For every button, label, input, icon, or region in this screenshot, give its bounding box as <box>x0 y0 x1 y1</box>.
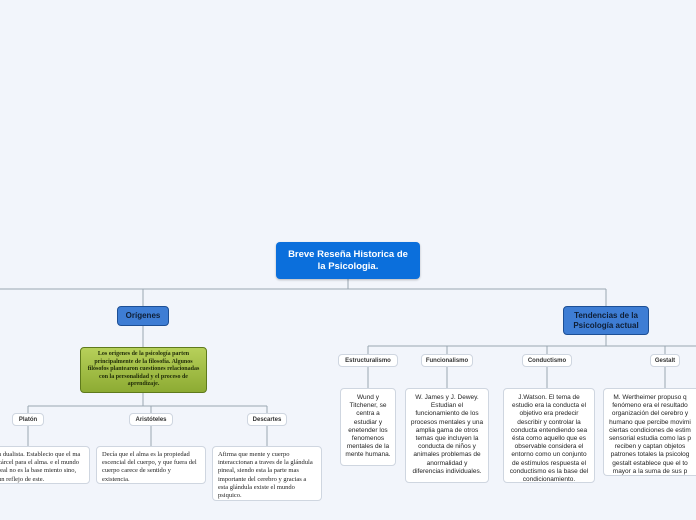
subtopic-aristoteles[interactable]: Aristóteles <box>129 413 173 426</box>
note-funcionalismo[interactable]: W. James y J. Dewey. Estudian el funcion… <box>405 388 489 483</box>
note-estructuralismo[interactable]: Wund y Titchener, se centra a estudiar y… <box>340 388 396 466</box>
topic-tendencias[interactable]: Tendencias de la Psicología actual <box>563 306 649 335</box>
subtopic-conductismo[interactable]: Conductismo <box>522 354 572 367</box>
subtopic-descartes[interactable]: Descartes <box>247 413 287 426</box>
subtopic-funcionalismo[interactable]: Funcionalismo <box>421 354 473 367</box>
subtopic-gestalt[interactable]: Gestalt <box>650 354 680 367</box>
topic-origenes-summary[interactable]: Los origenes de la psicología parten pri… <box>80 347 207 393</box>
subtopic-estructuralismo[interactable]: Estructuralismo <box>338 354 398 367</box>
note-conductismo[interactable]: J.Watson. El tema de estudio era la cond… <box>503 388 595 483</box>
note-descartes[interactable]: Afirma que mente y cuerpo interaccionan … <box>212 446 322 501</box>
note-aristoteles[interactable]: Decía que el alma es la propiedad escenc… <box>96 446 206 484</box>
subtopic-platon[interactable]: Platón <box>12 413 44 426</box>
note-gestalt[interactable]: M. Wertheimer propuso q fenómeno era el … <box>603 388 696 476</box>
central-topic[interactable]: Breve Reseña Historica de la Psicologia. <box>276 242 420 279</box>
note-platon[interactable]: n dualista. Establecio que el ma cárcel … <box>0 446 90 484</box>
topic-origenes[interactable]: Orígenes <box>117 306 169 326</box>
